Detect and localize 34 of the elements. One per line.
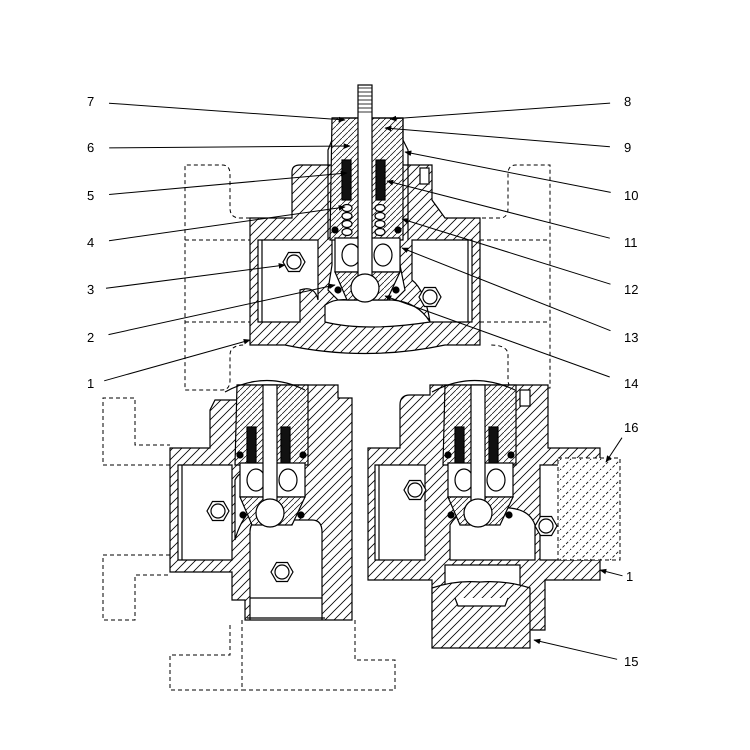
callout-number: 6 bbox=[87, 140, 94, 156]
leader-line bbox=[108, 170, 348, 195]
callout-number: 16 bbox=[624, 420, 638, 436]
callout-number: 12 bbox=[624, 282, 638, 298]
leader-line bbox=[106, 263, 286, 289]
callout-number: 14 bbox=[624, 376, 638, 392]
leader-line bbox=[108, 205, 346, 242]
callout-number: 7 bbox=[87, 94, 94, 110]
callout-number: 10 bbox=[624, 188, 638, 204]
callout-number: 15 bbox=[624, 654, 638, 670]
leader-line bbox=[389, 102, 611, 122]
leader-line bbox=[404, 150, 612, 193]
leader-line bbox=[108, 102, 346, 122]
leader-line bbox=[606, 437, 622, 463]
callout-number: 13 bbox=[624, 330, 638, 346]
callout-number: 5 bbox=[87, 188, 94, 204]
leader-line bbox=[401, 248, 611, 332]
callout-number: 9 bbox=[624, 140, 632, 156]
leader-line bbox=[108, 143, 351, 149]
callout-number: 3 bbox=[87, 282, 94, 298]
callout-number: 8 bbox=[624, 94, 632, 110]
callout-number: 1 bbox=[87, 376, 94, 392]
leader-line bbox=[401, 218, 611, 285]
leader-line bbox=[384, 296, 610, 378]
leader-line bbox=[533, 638, 618, 660]
leader-line bbox=[108, 284, 336, 336]
callout-number: 2 bbox=[87, 330, 94, 346]
leader-line bbox=[386, 180, 610, 239]
callout-number: 11 bbox=[624, 235, 638, 251]
callout-number: 4 bbox=[87, 235, 94, 251]
callout-number: 1 bbox=[626, 569, 634, 585]
leader-line bbox=[384, 126, 610, 148]
leader-line bbox=[599, 568, 623, 576]
leader-line bbox=[104, 339, 251, 382]
